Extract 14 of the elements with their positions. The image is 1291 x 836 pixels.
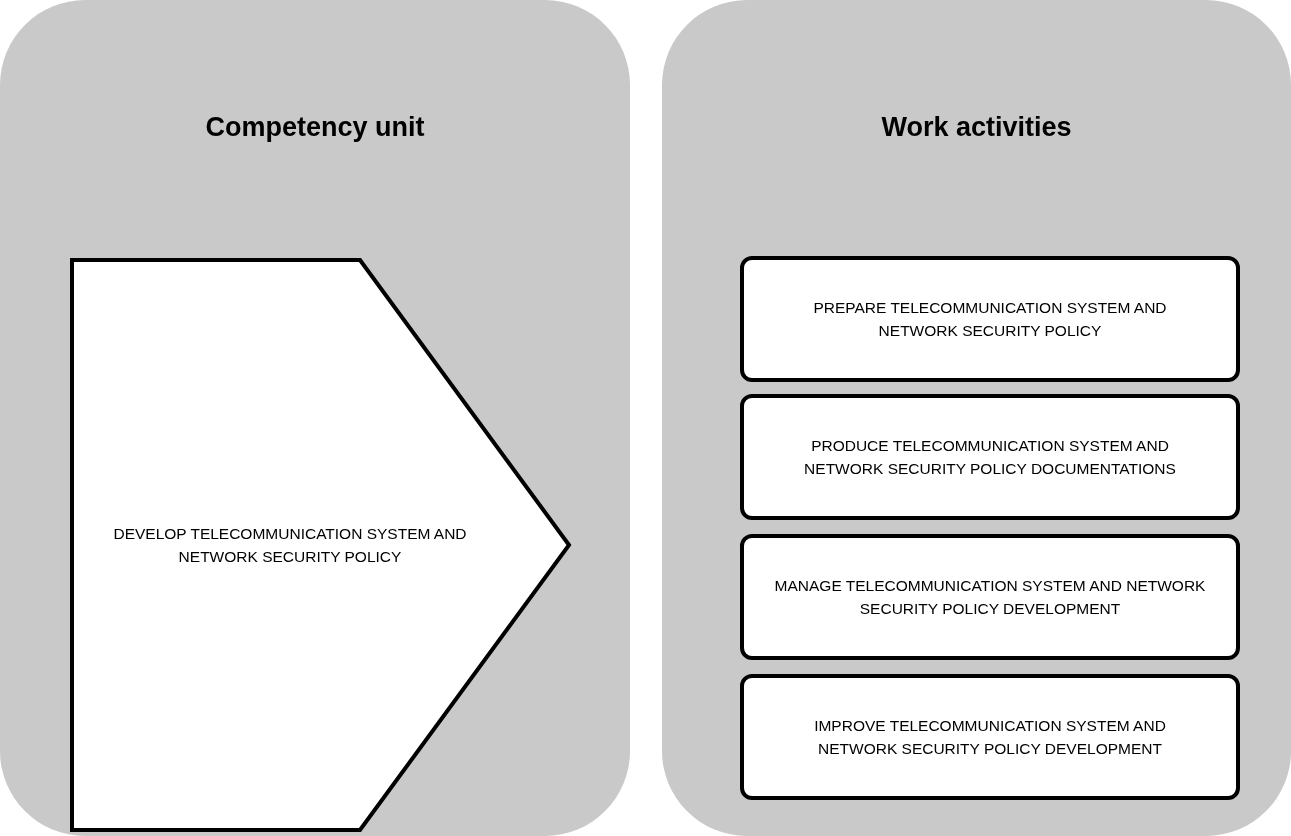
activity-label: IMPROVE TELECOMMUNICATION SYSTEM AND NETWORK SECURITY POLICY DEVELOPMENT (813, 715, 1167, 759)
activity-label: PRODUCE TELECOMMUNICATION SYSTEM AND NETWORK SECURITY POLICY DOCUMENTATIONS (803, 435, 1177, 479)
activity-box (740, 256, 1240, 382)
activity-box (740, 394, 1240, 520)
pentagon-arrow-shape (70, 258, 572, 832)
panel-heading: Competency unit (204, 112, 426, 143)
activity-box (740, 674, 1240, 800)
activity-label: PREPARE TELECOMMUNICATION SYSTEM AND NETWORK SECURITY POLICY (812, 297, 1168, 341)
panel-heading: Work activities (880, 112, 1073, 143)
panel-background (0, 0, 630, 836)
panel-background (662, 0, 1291, 836)
activity-box (740, 534, 1240, 660)
activity-label: MANAGE TELECOMMUNICATION SYSTEM AND NETWORK SECURITY POLICY DEVELOPMENT (773, 575, 1207, 619)
unit-label: DEVELOP TELECOMMUNICATION SYSTEM AND NETWORK SECURITY POLICY (112, 523, 468, 567)
